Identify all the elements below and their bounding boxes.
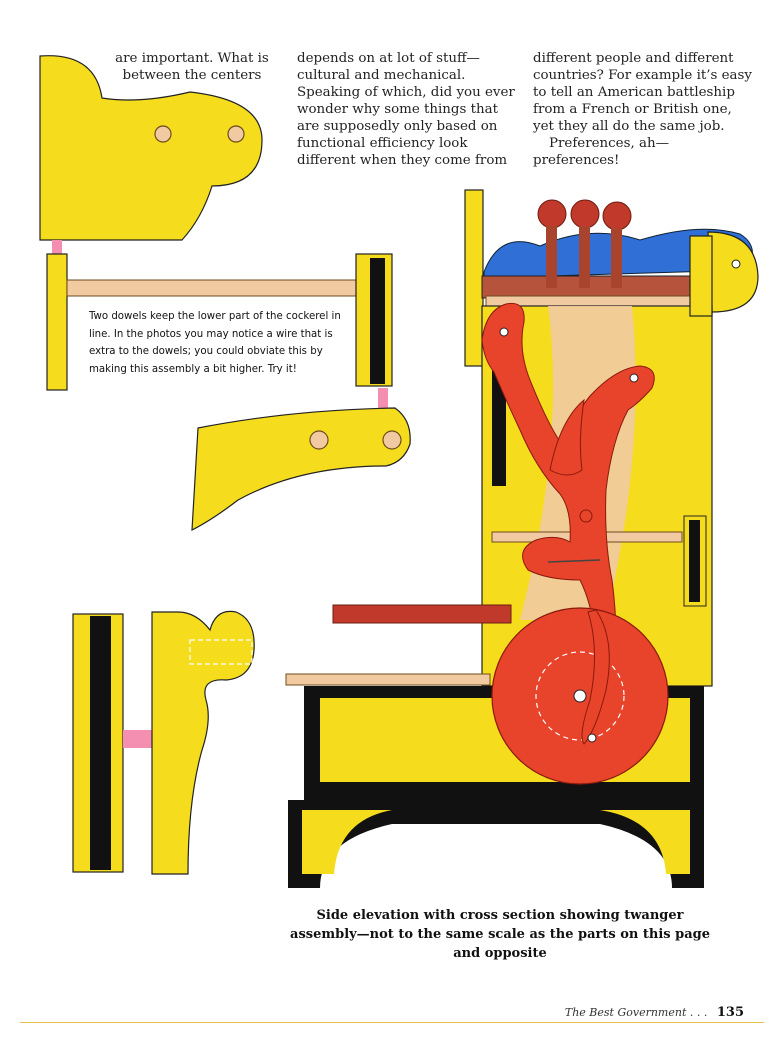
page-footer: The Best Government . . . 135 bbox=[565, 1005, 744, 1020]
running-title: The Best Government . . . bbox=[564, 1006, 708, 1019]
text-column-3: different people and different countries… bbox=[533, 50, 755, 169]
dowel-note: Two dowels keep the lower part of the co… bbox=[89, 311, 341, 375]
side-elevation bbox=[285, 189, 759, 888]
upper-body-part bbox=[39, 55, 263, 241]
pink-spacer bbox=[378, 388, 388, 408]
leg-part bbox=[151, 610, 255, 875]
page-number: 135 bbox=[716, 1005, 744, 1020]
pink-spacer bbox=[123, 730, 153, 748]
text-column-3-paragraph-2: Preferences, ah—preferences! bbox=[533, 136, 669, 168]
dowel-hole-icon bbox=[154, 125, 172, 143]
text-column-1: are important. What is between the cente… bbox=[115, 51, 269, 83]
text-column-2: depends on at lot of stuff—cultural and … bbox=[297, 51, 515, 168]
figure-caption: Side elevation with cross section showin… bbox=[290, 908, 710, 961]
text-column-3-paragraph-1: different people and different countries… bbox=[533, 51, 752, 134]
side-slat-part bbox=[72, 613, 124, 873]
dowel-hole-icon bbox=[382, 430, 402, 450]
dowel-hole-icon bbox=[227, 125, 245, 143]
pink-spacer bbox=[52, 240, 62, 254]
footer-rule bbox=[20, 1022, 764, 1023]
lower-body-part bbox=[191, 407, 411, 532]
dowel-hole-icon bbox=[309, 430, 329, 450]
dowel-assembly bbox=[46, 253, 393, 391]
